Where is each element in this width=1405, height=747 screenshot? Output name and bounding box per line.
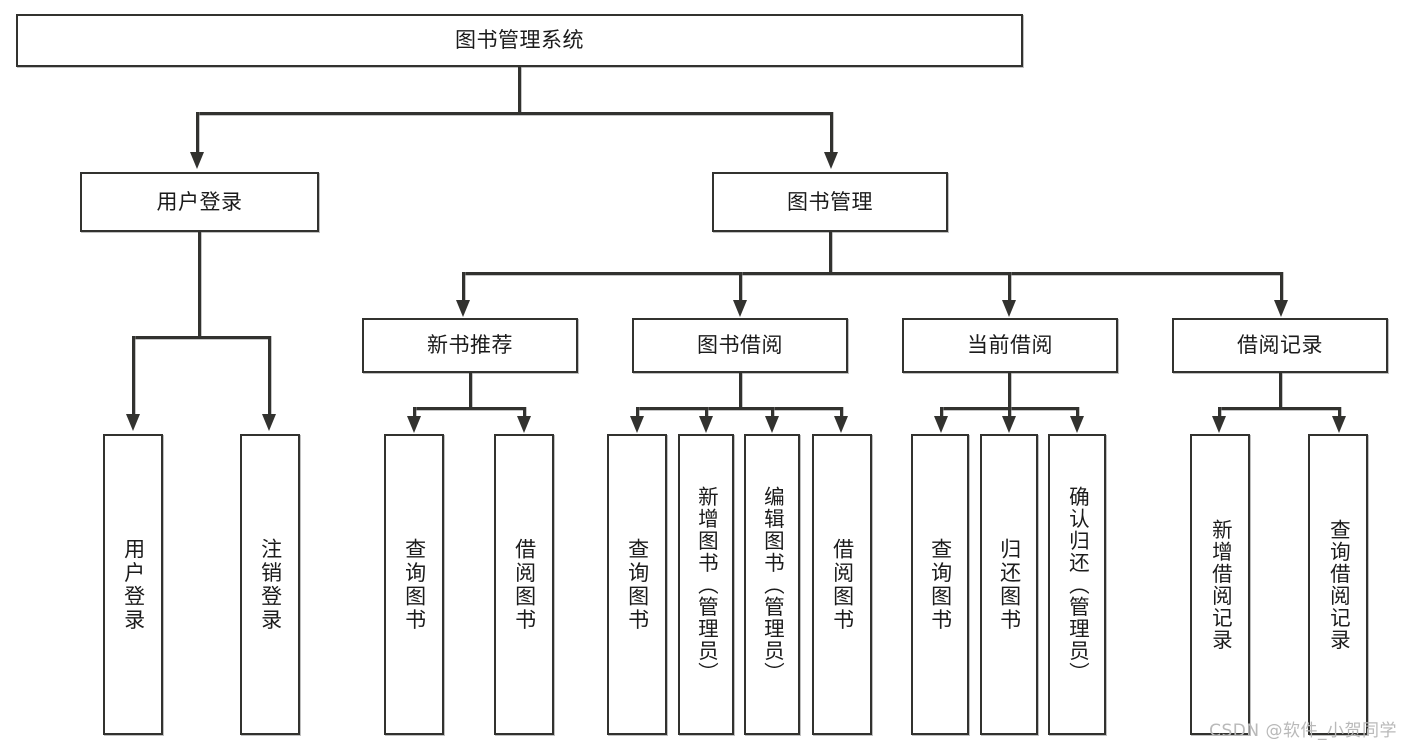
node-label: 当前借阅	[967, 333, 1053, 358]
connector-book-management-bus	[462, 272, 1282, 275]
csdn-watermark: CSDN @软件_小贺同学	[1209, 721, 1397, 741]
leaf-current-borrow-confirm-return-admin[interactable]: 确认归还（管理员）	[1048, 434, 1106, 735]
arrowhead-nb-leaf-1	[517, 416, 531, 433]
node-label: 借阅记录	[1237, 333, 1323, 358]
connector-cb-to-leaf-0	[940, 407, 943, 419]
connector-root-to-user-login	[196, 112, 199, 154]
node-label: 用户登录	[121, 537, 146, 632]
arrowhead-bb-leaf-0	[630, 416, 644, 433]
connector-bb-to-leaf-3	[840, 407, 843, 419]
arrowhead-user-login-leaf-1	[262, 414, 276, 431]
leaf-book-borrow-borrow-book[interactable]: 借阅图书	[812, 434, 872, 735]
leaf-current-borrow-query-book[interactable]: 查询图书	[911, 434, 969, 735]
arrowhead-cb-leaf-1	[1002, 416, 1016, 433]
node-label: 查询图书	[928, 537, 953, 632]
leaf-user-login-logout[interactable]: 注销登录	[240, 434, 300, 735]
node-root-book-management-system[interactable]: 图书管理系统	[16, 14, 1023, 67]
connector-bm-to-book-borrow	[739, 272, 742, 302]
node-label: 新增借阅记录	[1208, 518, 1233, 651]
connector-cb-to-leaf-1	[1008, 407, 1011, 419]
connector-user-login-bus	[132, 336, 270, 339]
leaf-book-borrow-add-book-admin[interactable]: 新增图书（管理员）	[678, 434, 734, 735]
arrowhead-current-borrow	[1002, 300, 1016, 317]
leaf-book-borrow-edit-book-admin[interactable]: 编辑图书（管理员）	[744, 434, 800, 735]
node-label: 新书推荐	[427, 333, 513, 358]
arrowhead-borrow-record	[1274, 300, 1288, 317]
arrowhead-br-leaf-0	[1212, 416, 1226, 433]
connector-current-borrow-stem	[1008, 373, 1011, 409]
connector-nb-to-leaf-0	[413, 407, 416, 419]
arrowhead-cb-leaf-2	[1070, 416, 1084, 433]
arrowhead-book-management	[824, 152, 838, 169]
arrowhead-bb-leaf-2	[765, 416, 779, 433]
node-label: 查询图书	[402, 537, 427, 632]
connector-new-book-bus	[413, 407, 525, 410]
connector-bm-to-borrow-record	[1280, 272, 1283, 302]
connector-new-book-stem	[469, 373, 472, 409]
connector-root-bus	[196, 112, 833, 115]
connector-root-to-book-management	[830, 112, 833, 154]
connector-bb-to-leaf-2	[771, 407, 774, 419]
node-label: 归还图书	[997, 537, 1022, 632]
node-label: 图书借阅	[697, 333, 783, 358]
leaf-user-login-login[interactable]: 用户登录	[103, 434, 163, 735]
node-label: 查询借阅记录	[1326, 518, 1351, 651]
node-label: 查询图书	[625, 537, 650, 632]
connector-bb-to-leaf-1	[705, 407, 708, 419]
node-label: 确认归还（管理员）	[1065, 485, 1090, 684]
arrowhead-cb-leaf-0	[934, 416, 948, 433]
arrowhead-br-leaf-1	[1332, 416, 1346, 433]
arrowhead-bb-leaf-1	[699, 416, 713, 433]
arrowhead-nb-leaf-0	[407, 416, 421, 433]
arrowhead-book-borrow	[733, 300, 747, 317]
node-label: 图书管理系统	[455, 28, 584, 53]
leaf-current-borrow-return-book[interactable]: 归还图书	[980, 434, 1038, 735]
leaf-new-book-query-book[interactable]: 查询图书	[384, 434, 444, 735]
connector-borrow-record-stem	[1279, 373, 1282, 409]
connector-book-management-stem	[829, 232, 832, 274]
connector-user-login-to-leaf-0	[132, 336, 135, 416]
connector-user-login-to-leaf-1	[268, 336, 271, 416]
leaf-new-book-borrow-book[interactable]: 借阅图书	[494, 434, 554, 735]
connector-cb-to-leaf-2	[1076, 407, 1079, 419]
node-book-borrow[interactable]: 图书借阅	[632, 318, 848, 373]
connector-root-stem	[518, 67, 521, 112]
node-label: 编辑图书（管理员）	[760, 485, 785, 684]
arrowhead-bb-leaf-3	[834, 416, 848, 433]
connector-br-to-leaf-0	[1218, 407, 1221, 419]
connector-book-borrow-stem	[739, 373, 742, 409]
node-borrow-record[interactable]: 借阅记录	[1172, 318, 1388, 373]
node-label: 借阅图书	[830, 537, 855, 632]
node-label: 借阅图书	[512, 537, 537, 632]
node-current-borrow[interactable]: 当前借阅	[902, 318, 1118, 373]
connector-bb-to-leaf-0	[636, 407, 639, 419]
node-user-login[interactable]: 用户登录	[80, 172, 319, 232]
connector-nb-to-leaf-1	[523, 407, 526, 419]
connector-user-login-stem	[198, 232, 201, 336]
connector-borrow-record-bus	[1218, 407, 1340, 410]
arrowhead-user-login-leaf-0	[126, 414, 140, 431]
connector-bm-to-new-book	[462, 272, 465, 302]
node-label: 新增图书（管理员）	[694, 485, 719, 684]
leaf-borrow-record-query-record[interactable]: 查询借阅记录	[1308, 434, 1368, 735]
node-new-book-recommend[interactable]: 新书推荐	[362, 318, 578, 373]
node-label: 注销登录	[258, 537, 283, 632]
connector-br-to-leaf-1	[1338, 407, 1341, 419]
node-label: 图书管理	[787, 189, 873, 214]
node-label: 用户登录	[156, 189, 243, 214]
connector-bm-to-current-borrow	[1008, 272, 1011, 302]
node-book-management[interactable]: 图书管理	[712, 172, 948, 232]
leaf-book-borrow-query-book[interactable]: 查询图书	[607, 434, 667, 735]
leaf-borrow-record-add-record[interactable]: 新增借阅记录	[1190, 434, 1250, 735]
connector-book-borrow-bus	[636, 407, 842, 410]
arrowhead-new-book-recommend	[456, 300, 470, 317]
arrowhead-user-login	[190, 152, 204, 169]
